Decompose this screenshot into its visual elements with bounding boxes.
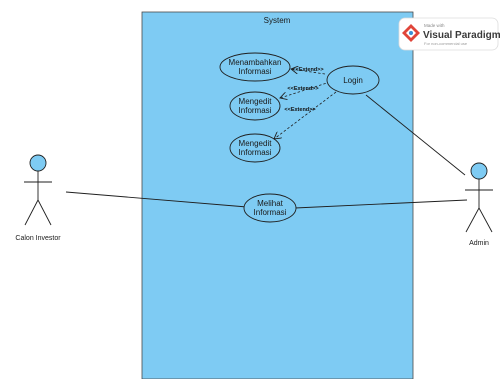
extend-label-2: <<Extend>> [287, 86, 318, 92]
extend-arrow-3 [274, 91, 337, 139]
actor-head [29, 154, 47, 172]
use-case-mengedit-informasi-1[interactable]: Mengedit Informasi [229, 91, 281, 121]
use-case-label: Informasi [254, 208, 287, 217]
use-case-label: Login [343, 76, 363, 85]
use-case-label: Informasi [239, 106, 272, 115]
association-investor-melihat [65, 191, 248, 208]
use-case-label: Menambahkan [229, 58, 282, 67]
visual-paradigm-watermark: Made with Visual Paradigm For non-commer… [398, 17, 500, 51]
use-case-melihat-informasi[interactable]: Melihat Informasi [243, 193, 297, 223]
use-case-label: Melihat [257, 199, 284, 208]
watermark-note: For non-commercial use [424, 41, 468, 46]
use-case-mengedit-informasi-2[interactable]: Mengedit Informasi [229, 133, 281, 163]
use-case-label: Mengedit [239, 97, 273, 106]
actor-head [470, 162, 488, 180]
visual-paradigm-logo-icon [402, 24, 420, 42]
extend-arrow-1 [291, 69, 326, 75]
use-case-label: Mengedit [239, 139, 273, 148]
use-case-login[interactable]: Login [326, 65, 380, 95]
system-title: System [264, 16, 291, 25]
watermark-brand: Visual Paradigm [423, 30, 500, 41]
use-case-label: Informasi [239, 67, 272, 76]
watermark-made-with: Made with [424, 23, 445, 28]
use-case-menambahkan-informasi[interactable]: Menambahkan Informasi [219, 52, 291, 82]
actor-label: Admin [469, 240, 489, 247]
association-melihat-admin [294, 199, 468, 209]
extend-label-3: <<Extend>> [284, 107, 315, 113]
extend-label-1: <<Extend>> [292, 67, 323, 73]
actor-label: Calon Investor [15, 235, 61, 242]
association-login-admin [365, 94, 466, 176]
actor-calon-investor[interactable]: Calon Investor [15, 154, 61, 242]
actor-admin[interactable]: Admin [465, 162, 493, 247]
use-case-label: Informasi [239, 148, 272, 157]
